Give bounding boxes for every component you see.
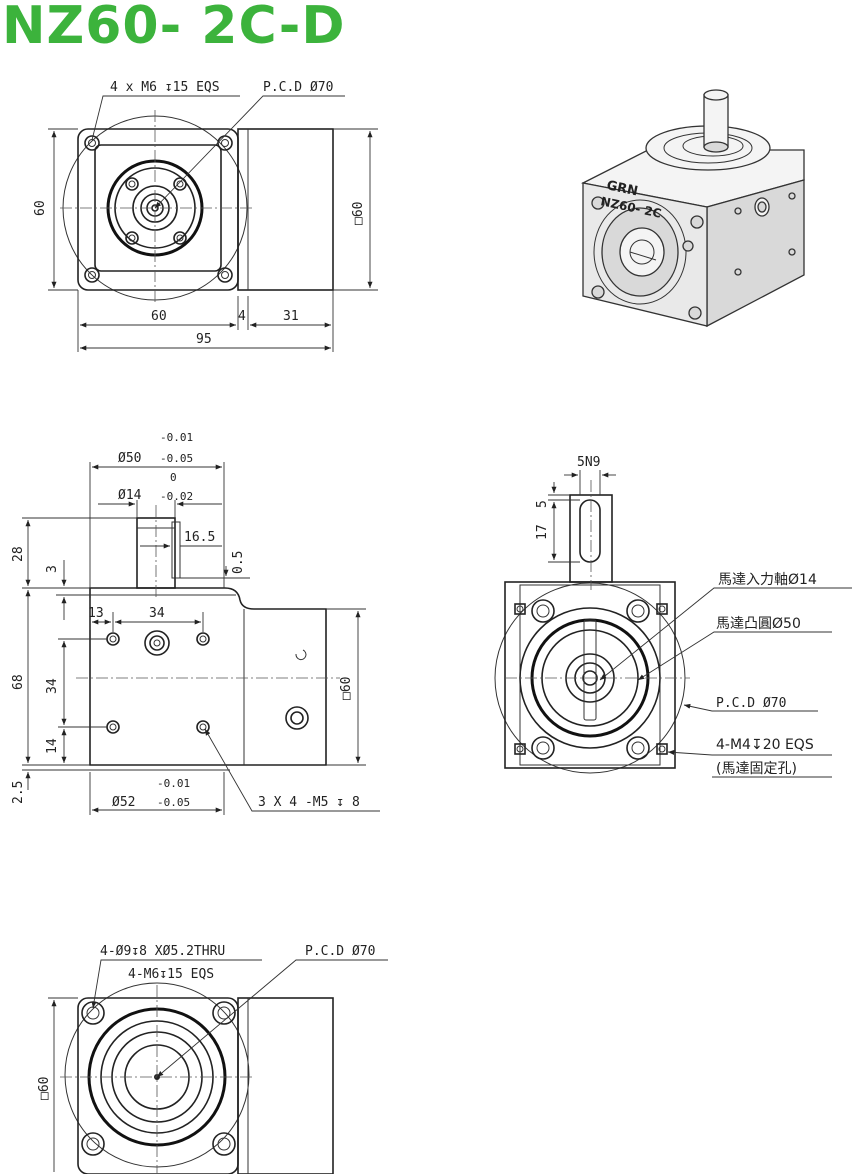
isometric-view: GRN NZ60- 2C [581, 89, 805, 328]
side-h2-5: 2.5 [11, 781, 26, 804]
side-square-60: □60 [339, 677, 354, 700]
motor-view: 5N9 5 17 馬達入力軸Ø14 馬達凸圓Ø50 P.C.D Ø70 4-M4… [494, 455, 852, 778]
bottom-holes-line2: 4-M6↧15 EQS [128, 967, 214, 982]
motor-v17: 17 [535, 524, 550, 540]
front-height-60: 60 [33, 200, 48, 216]
side-h28: 28 [11, 546, 26, 562]
bottom-housing-side [237, 997, 334, 1174]
side-h0-5: 0.5 [231, 551, 246, 574]
side-h34: 34 [45, 678, 60, 694]
front-tapped-holes [125, 177, 187, 245]
front-square-60: □60 [351, 202, 366, 225]
side-key-16-5: 16.5 [184, 530, 215, 545]
side-housing [89, 587, 327, 766]
front-width-4: 4 [238, 309, 246, 324]
side-d14-tol-top: 0 [170, 471, 177, 484]
drawing-title: NZ60- 2C-D [2, 0, 346, 56]
bottom-square-60: □60 [37, 1077, 52, 1100]
side-h3: 3 [45, 565, 60, 573]
front-width-31: 31 [283, 309, 299, 324]
side-d50-tol-bottom: -0.05 [160, 452, 193, 465]
side-d52-tol-bottom: -0.05 [157, 796, 190, 809]
motor-boss: 馬達凸圓Ø50 [716, 616, 801, 632]
bottom-pcd-label: P.C.D Ø70 [305, 944, 375, 959]
front-width-95: 95 [196, 332, 212, 347]
side-d50: Ø50 [118, 451, 141, 466]
side-view: Ø50 -0.01 -0.05 0 Ø14 -0.02 16.5 0.5 28 … [11, 431, 380, 815]
front-width-60: 60 [151, 309, 167, 324]
bottom-corner-holes [81, 1001, 236, 1156]
iso-brand: GRN [605, 178, 639, 199]
bottom-view: 4-Ø9↧8 XØ5.2THRU 4-M6↧15 EQS P.C.D Ø70 □… [37, 944, 388, 1174]
bottom-holes-line1: 4-Ø9↧8 XØ5.2THRU [100, 944, 225, 959]
side-d52: Ø52 [112, 795, 135, 810]
side-tapped-label: 3 X 4 -M5 ↧ 8 [258, 795, 360, 810]
front-corner-holes [84, 135, 233, 283]
motor-pcd: P.C.D Ø70 [716, 696, 786, 711]
side-h68: 68 [11, 674, 26, 690]
motor-holes-note: (馬達固定孔) [716, 761, 797, 777]
side-d52-tol-top: -0.01 [157, 777, 190, 790]
front-housing-side [237, 128, 334, 291]
side-d14-tol-bottom: -0.02 [160, 490, 193, 503]
front-pcd-label: P.C.D Ø70 [263, 80, 333, 95]
motor-holes: 4-M4↧20 EQS [716, 737, 814, 753]
motor-keyway: 5N9 [577, 455, 600, 470]
side-d14: Ø14 [118, 488, 142, 503]
side-w13: 13 [88, 606, 104, 621]
front-holes-label: 4 x M6 ↧15 EQS [110, 80, 220, 95]
motor-v5: 5 [535, 500, 550, 508]
side-holes [106, 630, 309, 734]
side-w34: 34 [149, 606, 165, 621]
motor-corner-holes [514, 599, 668, 760]
motor-input-shaft: 馬達入力軸Ø14 [718, 572, 817, 588]
side-d50-tol-top: -0.01 [160, 431, 193, 444]
side-h14: 14 [45, 738, 60, 754]
front-view: 4 x M6 ↧15 EQS P.C.D Ø70 60 □60 60 4 31 … [33, 80, 378, 352]
